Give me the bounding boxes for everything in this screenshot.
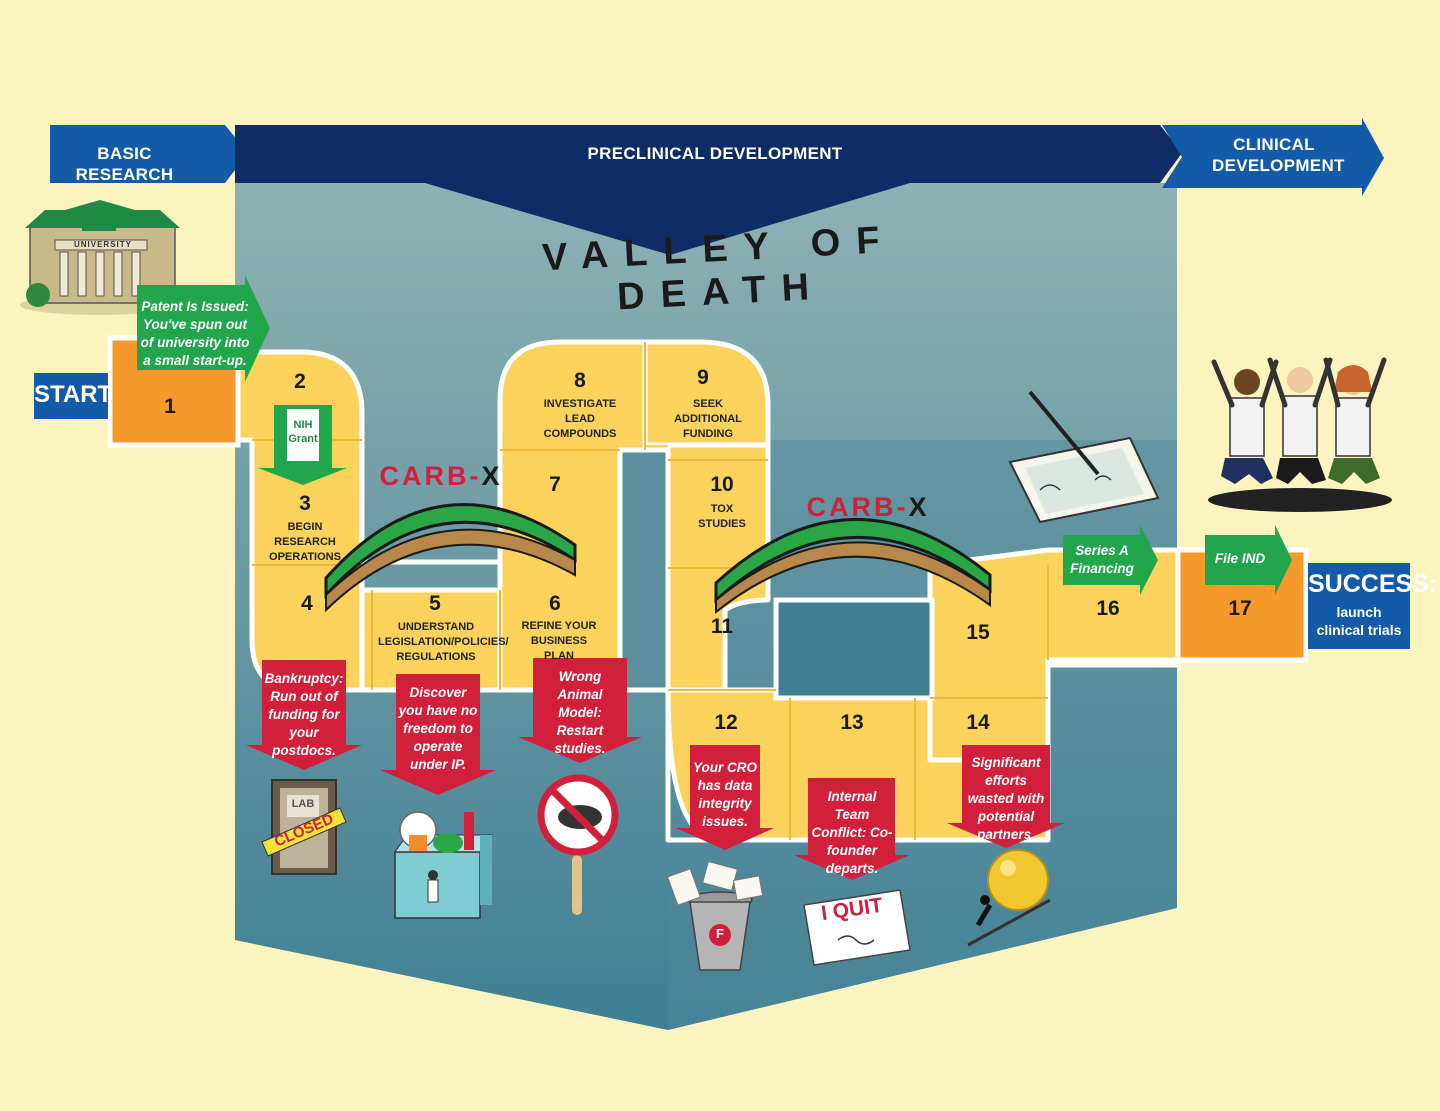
- space-17-number: 17: [1228, 597, 1252, 620]
- series-a-text: Series A Financing: [1070, 543, 1134, 576]
- resignation-letter-icon: [803, 889, 911, 966]
- loop-hole: [773, 597, 935, 701]
- space-6-number: 6: [549, 592, 561, 615]
- boulder-push-icon: [967, 849, 1051, 947]
- lab-sign-text: LAB: [291, 798, 315, 810]
- space-1-number: 1: [164, 395, 176, 418]
- check-signing-icon: [1008, 390, 1160, 524]
- trash-can-icon: [666, 860, 764, 971]
- space-12-number: 12: [714, 711, 738, 734]
- grade-f-text: F: [716, 926, 724, 941]
- nih-grant-label: NIH Grant: [288, 419, 318, 445]
- space-4-number: 4: [301, 592, 313, 615]
- phase-clinical: CLINICAL DEVELOPMENT: [1212, 135, 1345, 175]
- carbx-bridge-1: [324, 503, 577, 613]
- phase-preclinical: PRECLINICAL DEVELOPMENT: [587, 144, 843, 163]
- wrong-animal-model-text: Wrong Animal Model: Restart studies.: [554, 669, 606, 756]
- space-15-number: 15: [966, 621, 990, 644]
- no-freedom-text: Discover you have no freedom to operate …: [398, 685, 478, 772]
- space-13-number: 13: [840, 711, 864, 734]
- start-label: START: [34, 381, 113, 408]
- team-conflict-text: Internal Team Conflict: Co-founder depar…: [811, 789, 893, 876]
- space-14-number: 14: [966, 711, 990, 734]
- space-7-number: 7: [549, 473, 561, 496]
- university-building-icon: [20, 200, 180, 315]
- space-5-caption: UNDERSTAND LEGISLATION/POLICIES/ REGULAT…: [378, 621, 509, 663]
- space-11-number: 11: [710, 615, 734, 638]
- clinical-arrow: [1162, 118, 1384, 196]
- start-box: [34, 373, 108, 419]
- space-2-number: 2: [294, 370, 306, 393]
- success-subtitle: launch clinical trials: [1316, 604, 1402, 638]
- space-3-caption: BEGIN RESEARCH OPERATIONS: [269, 521, 341, 563]
- space-3-number: 3: [299, 492, 311, 515]
- celebrating-scientists-icon: [1208, 357, 1392, 512]
- hazard-arrows: [246, 658, 1065, 880]
- loop-hole-left: [617, 447, 671, 693]
- space-6-caption: REFINE YOUR BUSINESS PLAN: [521, 620, 597, 662]
- space-9-number: 9: [697, 366, 709, 389]
- series-a-arrow: [1063, 525, 1158, 595]
- space-9-caption: SEEK ADDITIONAL FUNDING: [674, 398, 742, 440]
- space-8-caption: INVESTIGATE LEAD COMPOUNDS: [543, 398, 617, 440]
- success-box: [1308, 563, 1410, 649]
- nih-grant-card: [285, 407, 321, 463]
- university-sign: UNIVERSITY: [73, 240, 132, 249]
- phase-basic-research: BASIC RESEARCH: [75, 144, 174, 184]
- carbx-logo-2: CARB-X: [806, 492, 930, 522]
- file-ind-arrow: [1205, 525, 1292, 595]
- space-16-number: 16: [1096, 597, 1120, 620]
- patent-arrow: [137, 275, 270, 382]
- preclinical-arrow: [235, 125, 1182, 255]
- wasted-efforts-text: Significant efforts wasted with potentia…: [967, 755, 1045, 842]
- no-rats-sign-icon: [537, 774, 619, 915]
- lab-bench-icon: [394, 811, 493, 919]
- carbx-bridge-2: [714, 517, 992, 615]
- cro-issues-text: Your CRO has data integrity issues.: [693, 760, 757, 829]
- space-5-number: 5: [429, 592, 441, 615]
- space-8-number: 8: [574, 369, 586, 392]
- basic-research-arrow: [50, 125, 248, 183]
- success-title: SUCCESS:: [1308, 570, 1438, 598]
- lab-closed-door-icon: [261, 779, 347, 875]
- patent-issued-text: Patent Is Issued: You've spun out of uni…: [140, 299, 250, 368]
- space-10-number: 10: [710, 473, 734, 496]
- file-ind-text: File IND: [1214, 551, 1266, 566]
- bankruptcy-text: Bankruptcy: Run out of funding for your …: [264, 671, 344, 758]
- carbx-logo-1: CARB-X: [379, 461, 503, 491]
- space-10-caption: TOX STUDIES: [698, 503, 746, 530]
